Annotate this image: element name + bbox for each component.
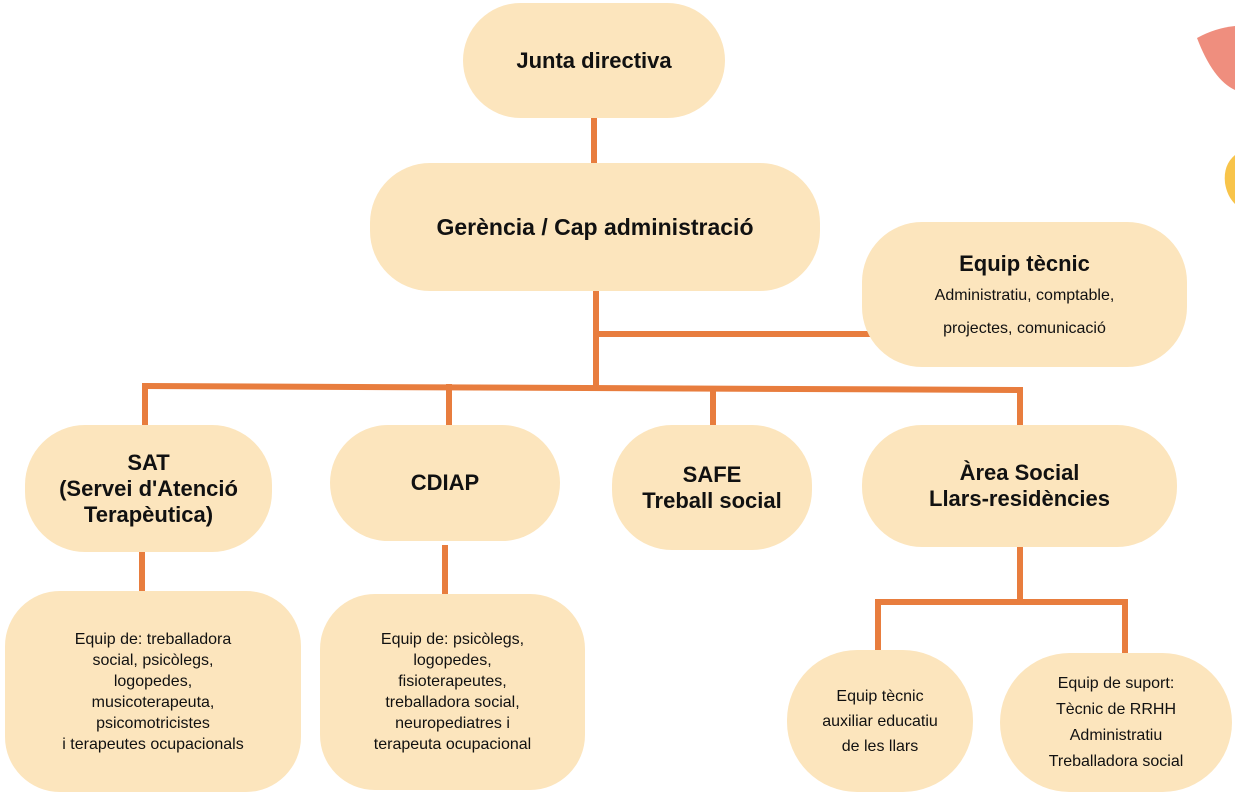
node-line: Administratiu, comptable, [934, 286, 1115, 304]
connector-branch-bar [141, 382, 1024, 394]
node-cdiap: CDIAP [330, 425, 560, 541]
decorative-shapes [1197, 26, 1235, 204]
node-line: Treballadora social [1048, 752, 1184, 770]
node-title: Junta directiva [516, 47, 672, 73]
node-line: (Servei d'Atenció [59, 475, 238, 501]
node-line: Equip tècnic [836, 687, 924, 705]
node-line: Equip de: treballadora [74, 630, 232, 648]
node-line: SAFE [682, 461, 742, 487]
node-title: CDIAP [410, 470, 480, 495]
node-line: psicomotricistes [96, 714, 210, 732]
decor-yellow-blob [1224, 155, 1235, 204]
node-junta-directiva: Junta directiva [463, 3, 725, 118]
node-line: Terapèutica) [83, 501, 214, 527]
node-line: Treball social [642, 487, 782, 513]
node-line: terapeuta ocupacional [373, 736, 532, 753]
node-line: SAT [127, 449, 170, 475]
node-safe: SAFE Treball social [612, 425, 812, 550]
node-line: auxiliar educatiu [822, 712, 938, 730]
node-line: neuropediatres i [395, 715, 510, 732]
node-line: i terapeutes ocupacionals [62, 735, 244, 753]
node-sat-team: Equip de: treballadora social, psicòlegs… [5, 591, 301, 792]
node-line: de les llars [841, 737, 919, 755]
node-title: Gerència / Cap administració [436, 213, 754, 240]
node-equip-tecnic: Equip tècnic Administratiu, comptable, p… [862, 222, 1187, 367]
node-line: fisioterapeutes, [398, 673, 507, 690]
node-title: Equip tècnic [959, 250, 1090, 276]
node-line: Àrea Social [959, 460, 1080, 485]
node-line: Equip de: psicòlegs, [380, 631, 525, 648]
node-line: musicoterapeuta, [91, 693, 215, 711]
node-line: treballadora social, [385, 694, 520, 711]
node-line: projectes, comunicació [943, 319, 1106, 337]
decor-salmon-blob [1197, 26, 1235, 90]
node-gerencia: Gerència / Cap administració [370, 163, 820, 291]
node-cdiap-team: Equip de: psicòlegs, logopedes, fisioter… [320, 594, 585, 790]
node-line: Tècnic de RRHH [1055, 700, 1177, 718]
node-line: Administratiu [1069, 726, 1163, 744]
node-line: Equip de suport: [1057, 674, 1175, 692]
node-sat: SAT (Servei d'Atenció Terapèutica) [25, 425, 272, 552]
node-equip-suport: Equip de suport: Tècnic de RRHH Administ… [1000, 653, 1232, 792]
node-area-social: Àrea Social Llars-residències [862, 425, 1177, 547]
node-line: social, psicòlegs, [92, 651, 214, 669]
node-line: logopedes, [413, 652, 492, 669]
node-equip-tecnic-auxiliar: Equip tècnic auxiliar educatiu de les ll… [787, 650, 973, 792]
node-line: Llars-residències [929, 486, 1110, 511]
node-line: logopedes, [113, 672, 193, 690]
